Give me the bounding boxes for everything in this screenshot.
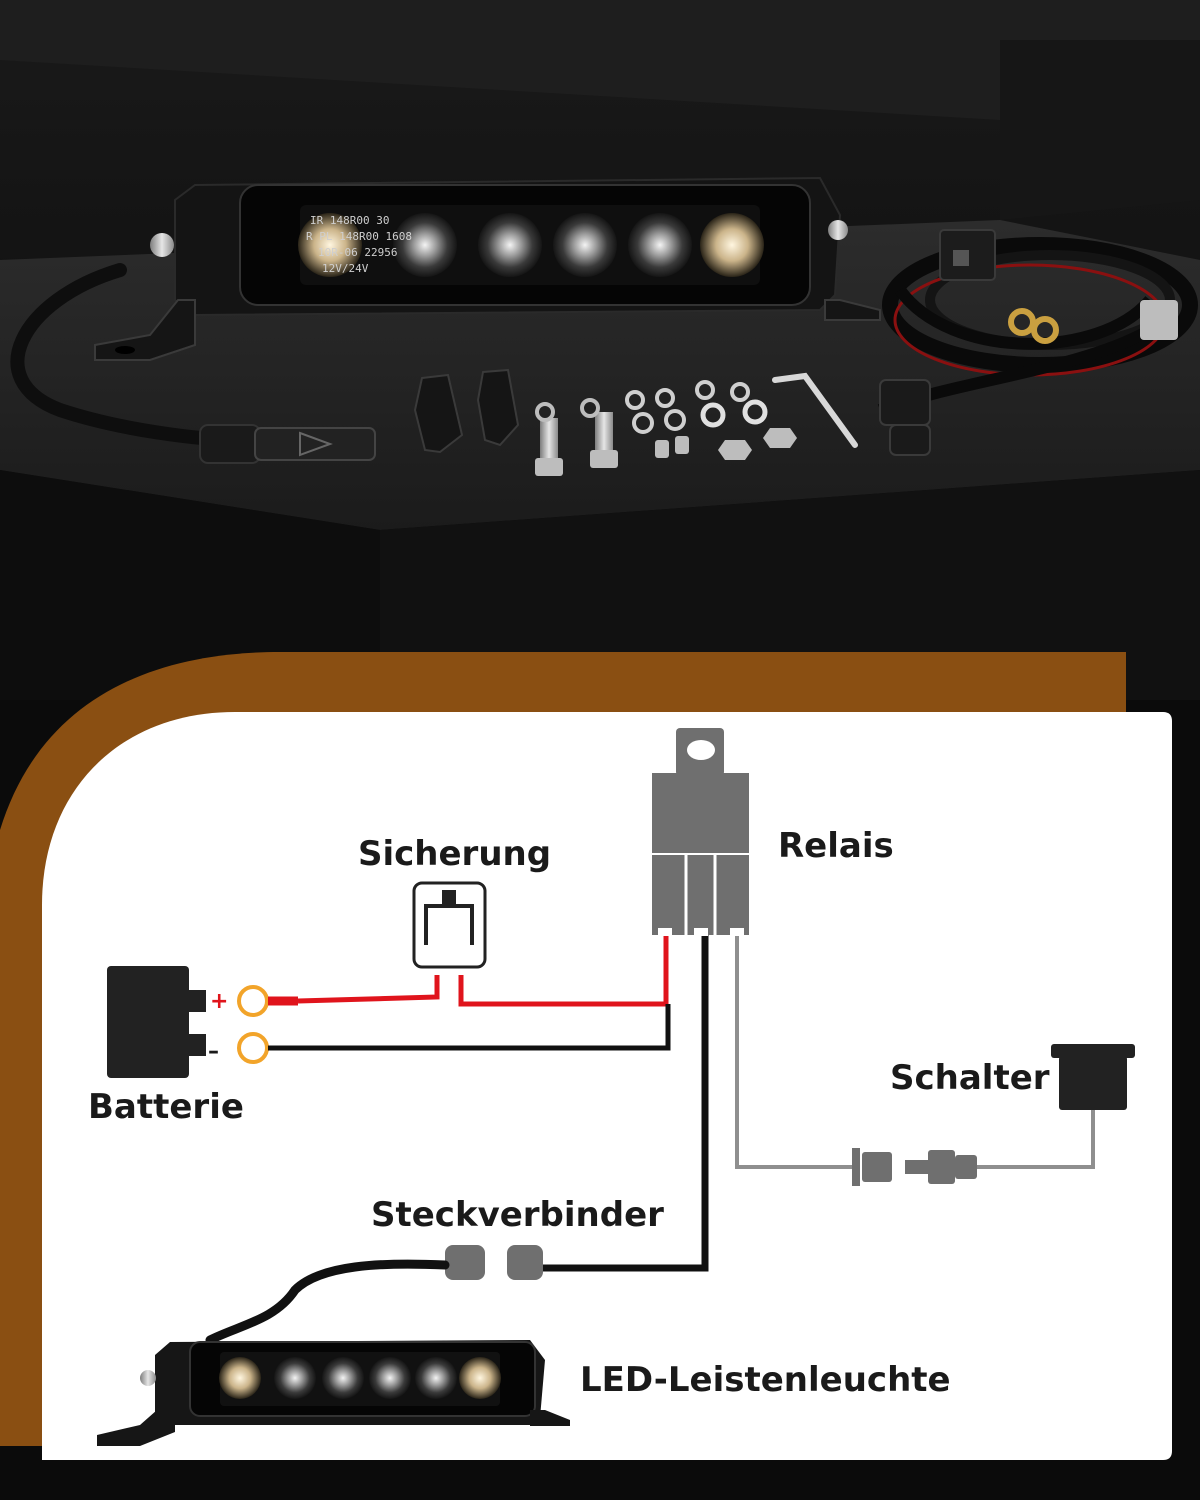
- lens-marking-4: 12V/24V: [322, 262, 369, 275]
- fuse-label: Sicherung: [358, 834, 551, 874]
- lens-marking-1: IR 148R00 30: [310, 214, 389, 227]
- negative-terminal-ring: [237, 1032, 269, 1064]
- lens-marking-2: R PL 148R00 1608: [306, 230, 412, 243]
- switch-wire: [735, 935, 852, 1169]
- lightbar-cable: [205, 1259, 450, 1345]
- plug-connector-icon: [445, 1245, 543, 1280]
- relay-label: Relais: [778, 826, 894, 866]
- fuse-icon: [412, 881, 487, 969]
- negative-wire: [268, 1004, 671, 1051]
- negative-sign: –: [208, 1039, 219, 1064]
- positive-terminal-ring: [237, 985, 269, 1017]
- positive-sign: +: [210, 989, 228, 1014]
- battery-label: Batterie: [88, 1087, 244, 1127]
- wiring-harness-photo: [877, 229, 1198, 456]
- lightbar-label: LED-Leistenleuchte: [580, 1360, 951, 1400]
- led-light-bar-photo: IR 148R00 30 R PL 148R00 1608 10R-06 229…: [94, 176, 881, 361]
- led-light-bar-icon: [97, 1340, 570, 1446]
- switch-connector-icon: [852, 1148, 977, 1186]
- positive-wire-to-fuse: [297, 975, 440, 1004]
- battery-icon: [107, 966, 206, 1078]
- positive-wire-to-relay: [458, 935, 669, 1007]
- switch-label: Schalter: [890, 1058, 1050, 1098]
- power-wire-to-lightbar: [540, 935, 709, 1272]
- mounting-hardware-photo: [413, 368, 858, 476]
- relay-icon: [652, 728, 749, 936]
- rocker-switch-icon: [1051, 1044, 1135, 1110]
- lens-marking-3: 10R-06 22956: [318, 246, 397, 259]
- connector-label: Steckverbinder: [371, 1195, 664, 1235]
